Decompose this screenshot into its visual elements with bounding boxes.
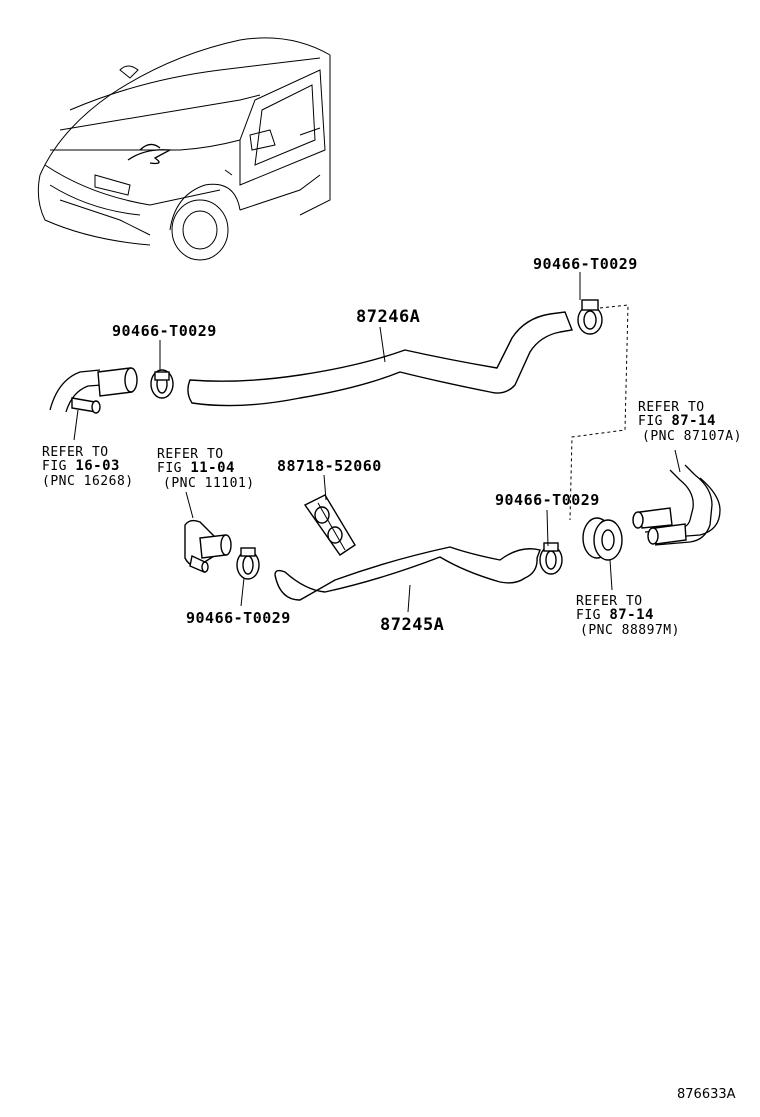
label-clamp-upper-right: 90466-T0029	[533, 255, 638, 273]
svg-text:REFER TO: REFER TO	[42, 445, 109, 460]
svg-text:(PNC 88897M): (PNC 88897M)	[580, 623, 680, 638]
label-bracket: 88718-52060	[277, 457, 382, 475]
svg-text:(PNC 16268): (PNC 16268)	[42, 474, 134, 489]
engine-water-fitting	[184, 519, 232, 574]
engine-outlet-pipe	[49, 367, 138, 414]
leader-lines	[73, 272, 681, 613]
svg-text:FIG 87-14: FIG 87-14	[576, 607, 654, 623]
ref-fig-11-04: REFER TO FIG 11-04 (PNC 11101)	[157, 447, 255, 491]
svg-text:REFER TO: REFER TO	[638, 400, 705, 415]
svg-text:FIG 11-04: FIG 11-04	[157, 460, 235, 476]
vehicle-locator-illustration	[37, 37, 331, 261]
heater-unit-pipes	[632, 464, 721, 546]
illustration-code: 876633A	[677, 1087, 736, 1102]
hose-87245A[interactable]	[274, 546, 541, 601]
svg-text:(PNC 11101): (PNC 11101)	[163, 476, 255, 491]
ref-fig-87-14-bottom: REFER TO FIG 87-14 (PNC 88897M)	[576, 594, 680, 638]
label-hose-87245A: 87245A	[380, 615, 444, 635]
hose-bracket[interactable]	[303, 494, 356, 556]
label-clamp-lower-right: 90466-T0029	[495, 491, 600, 509]
grommet	[582, 517, 623, 561]
clamp-lower-right[interactable]	[539, 542, 563, 575]
svg-text:(PNC 87107A): (PNC 87107A)	[642, 429, 742, 444]
svg-text:REFER TO: REFER TO	[157, 447, 224, 462]
label-clamp-lower-left: 90466-T0029	[186, 609, 291, 627]
clamp-upper-left[interactable]	[150, 369, 174, 399]
label-clamp-upper-left: 90466-T0029	[112, 322, 217, 340]
hose-87246A[interactable]	[187, 311, 573, 407]
svg-text:FIG 16-03: FIG 16-03	[42, 458, 120, 474]
clamp-lower-left[interactable]	[236, 547, 260, 580]
svg-text:REFER TO: REFER TO	[576, 594, 643, 609]
label-hose-87246A: 87246A	[356, 307, 420, 327]
svg-text:FIG 87-14: FIG 87-14	[638, 413, 716, 429]
ref-fig-87-14-top: REFER TO FIG 87-14 (PNC 87107A)	[638, 400, 742, 444]
ref-fig-16-03: REFER TO FIG 16-03 (PNC 16268)	[42, 445, 134, 489]
clamp-upper-right[interactable]	[577, 299, 603, 335]
